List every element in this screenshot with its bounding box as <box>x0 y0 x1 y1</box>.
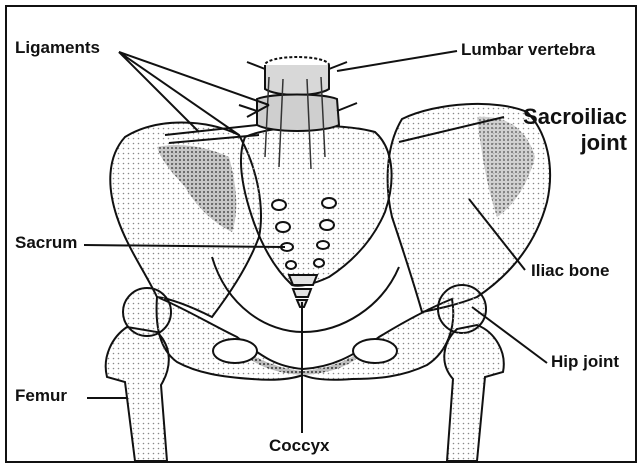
label-lumbar-vertebra: Lumbar vertebra <box>461 41 595 58</box>
diagram-frame: Ligaments Lumbar vertebra Sacroiliac joi… <box>5 5 637 463</box>
label-ligaments: Ligaments <box>15 39 100 56</box>
label-sacrum: Sacrum <box>15 234 77 251</box>
obturator-foramina <box>213 339 397 363</box>
label-hip-joint: Hip joint <box>551 353 619 370</box>
label-coccyx: Coccyx <box>269 437 329 454</box>
label-femur: Femur <box>15 387 67 404</box>
label-sacroiliac-line2: joint <box>505 132 627 154</box>
right-femur <box>438 285 504 461</box>
left-femur <box>106 288 171 461</box>
label-iliac-bone: Iliac bone <box>531 262 609 279</box>
label-sacroiliac-line1: Sacroiliac <box>505 106 627 128</box>
pelvis-illustration <box>7 7 635 461</box>
